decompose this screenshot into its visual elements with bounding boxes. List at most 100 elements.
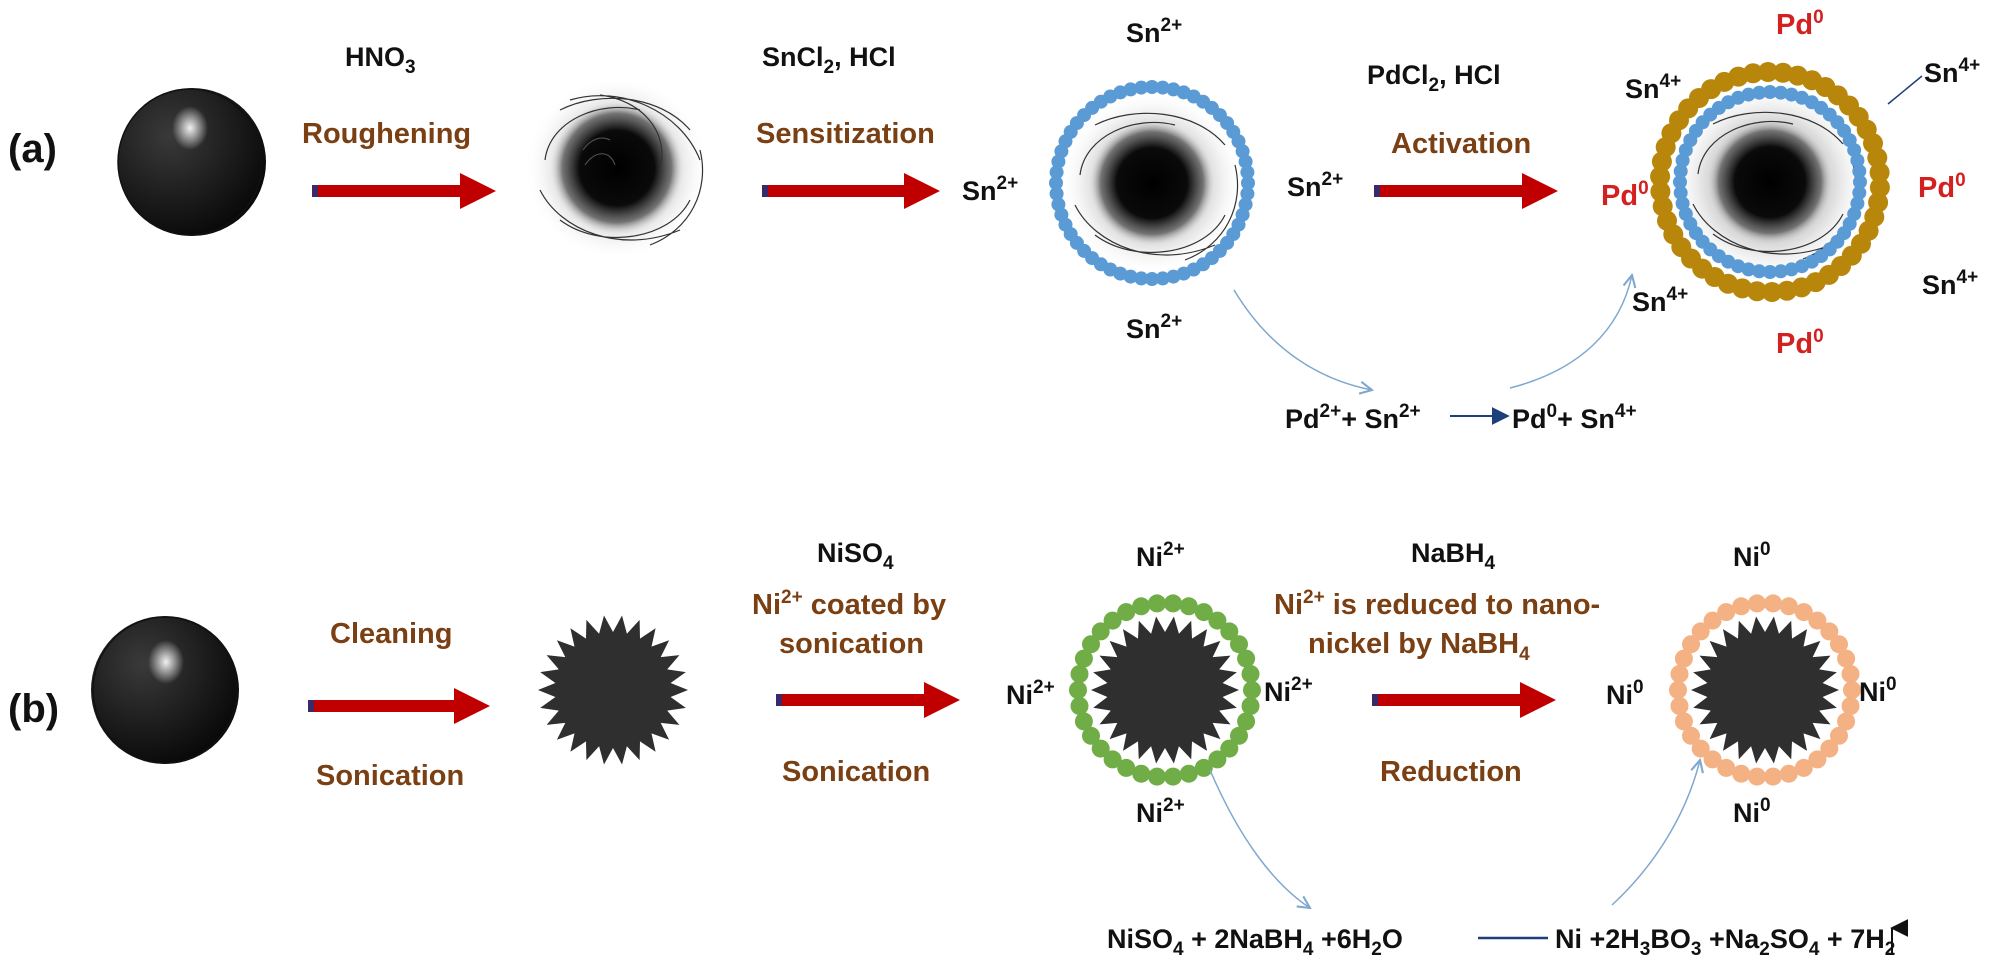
svg-text:NiSO4 + 2NaBH4 +6H2O: NiSO4 + 2NaBH4 +6H2O (1107, 924, 1403, 960)
svg-text:Pd0+ Sn4+: Pd0+ Sn4+ (1512, 401, 1637, 434)
svg-text:Pd2++ Sn2+: Pd2++ Sn2+ (1285, 401, 1421, 434)
ion-dot (1820, 739, 1839, 758)
ion-dot (1241, 697, 1260, 715)
arrow-cleaning (308, 688, 490, 724)
ion-dot (1773, 85, 1788, 100)
ion-dot (1069, 681, 1087, 699)
ion-dot (1741, 87, 1756, 102)
ion-dot (1703, 611, 1722, 630)
ion-dot (1082, 635, 1100, 654)
ion-sn2-left: Sn2+ (962, 173, 1018, 206)
ion-sn2-right: Sn2+ (1287, 169, 1343, 202)
ion-dot (1779, 764, 1798, 783)
reagent-nabh4: NaBH4 (1411, 538, 1496, 574)
ion-dot (1155, 80, 1170, 95)
ion-dot (1208, 611, 1227, 630)
arrow-sonication (776, 682, 960, 718)
ion-dot (1777, 280, 1797, 301)
ion-ni0-bottom: Ni0 (1733, 795, 1771, 828)
ion-dot (1743, 63, 1763, 84)
ion-sn2-bottom: Sn2+ (1126, 311, 1182, 344)
ion-dot (1703, 750, 1722, 769)
ion-pd0-right: Pd0 (1918, 170, 1966, 204)
ion-dot (1674, 712, 1693, 731)
ion-dot (1752, 264, 1767, 279)
reagent-pdcl2: PdCl2, HCl (1367, 60, 1501, 96)
ion-dot (1179, 764, 1198, 783)
ion-dot (1717, 603, 1736, 622)
ion-dot (1850, 153, 1865, 168)
ion-ni2-left: Ni2+ (1006, 677, 1055, 710)
step-sonication-2: Sonication (782, 756, 930, 788)
ion-dot (1764, 594, 1782, 613)
ion-dot (1773, 264, 1788, 279)
ion-dot (1682, 726, 1700, 745)
ion-dot (1837, 649, 1856, 668)
ion-dot (1820, 622, 1839, 641)
ion-dot (1869, 162, 1890, 183)
ion-dot (1230, 726, 1248, 745)
ion-dot (1049, 176, 1063, 190)
reagent-hno3: HNO3 (345, 42, 416, 78)
curve-to-equation-a (1233, 289, 1372, 390)
ion-dot (1237, 649, 1256, 668)
ion-dot (1830, 635, 1848, 654)
ion-dot (1123, 82, 1138, 97)
ni0-dot-ring (1669, 594, 1861, 786)
sn-dot-ring (1049, 80, 1255, 286)
panel-label-b: (b) (8, 687, 59, 731)
ion-dot (1837, 712, 1856, 731)
ion-dot (1166, 269, 1181, 284)
arrow-sensitization (762, 173, 940, 209)
ion-dot (1841, 697, 1860, 715)
ni2-dot-ring (1069, 594, 1261, 786)
ion-dot (1230, 635, 1248, 654)
ion-sn4-top-left: Sn4+ (1625, 71, 1681, 104)
ion-dot (1758, 62, 1778, 82)
ion-dot (1794, 758, 1813, 777)
ion-dot (1082, 726, 1100, 745)
ion-dot (1103, 750, 1122, 769)
ion-dot (1220, 739, 1239, 758)
ion-dot (1145, 272, 1159, 286)
arrow-roughening (312, 173, 496, 209)
desc-ni-reduced: Ni2+ is reduced to nano- (1274, 587, 1600, 621)
ion-ni0-left: Ni0 (1606, 677, 1644, 710)
ion-dot (1132, 597, 1151, 616)
ion-dot (1794, 603, 1813, 622)
ion-dot (1808, 611, 1827, 630)
ion-dot (1117, 603, 1136, 622)
ion-sn4-top-right: Sn4+ (1924, 55, 1980, 88)
ion-dot (1670, 665, 1689, 683)
ion-dot (1869, 177, 1890, 198)
ion-dot (1650, 166, 1671, 187)
ion-dot (1220, 622, 1239, 641)
ion-dot (1853, 175, 1867, 189)
ion-dot (1070, 665, 1089, 683)
ion-dot (1867, 147, 1888, 168)
step-sonication-1: Sonication (316, 760, 464, 792)
ion-dot (1650, 181, 1671, 202)
ion-dot (1752, 85, 1767, 100)
sensitized-particle (1049, 80, 1255, 286)
ion-dot (1852, 185, 1867, 200)
activated-particle (1650, 62, 1890, 302)
ion-dot (1841, 665, 1860, 683)
ion-dot (1117, 758, 1136, 777)
ion-dot (1243, 681, 1261, 699)
ion-dot (1762, 282, 1782, 302)
ion-dot (1164, 594, 1182, 613)
step-activation: Activation (1391, 128, 1531, 160)
step-roughening: Roughening (302, 118, 471, 150)
step-reduction: Reduction (1380, 756, 1522, 788)
ion-dot (1763, 85, 1777, 99)
ion-ni2-right: Ni2+ (1264, 674, 1313, 707)
arrow-reduction (1372, 682, 1556, 718)
ion-dot (1691, 739, 1710, 758)
ion-pd0-bottom: Pd0 (1776, 326, 1824, 360)
ion-ni0-top: Ni0 (1733, 539, 1771, 572)
ion-dot (1091, 739, 1110, 758)
ion-dot (1240, 186, 1255, 201)
ion-dot (1669, 681, 1687, 699)
